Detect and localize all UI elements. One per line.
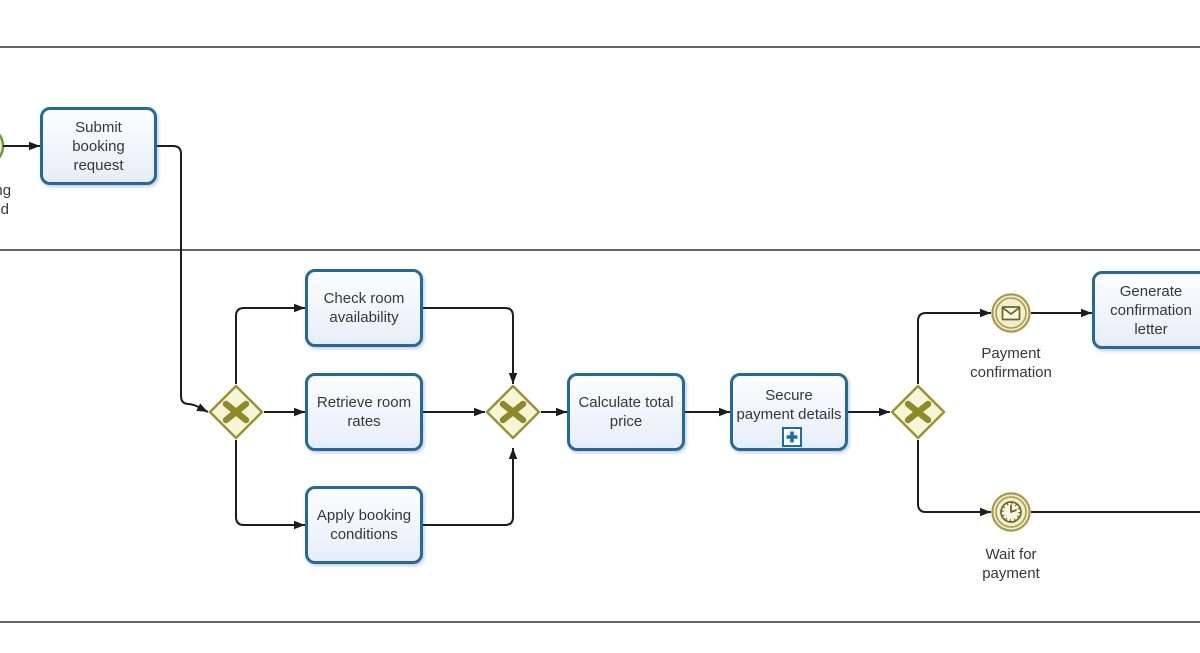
task-label-line: price (609, 413, 643, 430)
start-event-label: Booking needed (0, 181, 44, 219)
task-label-line: Calculate total (578, 394, 674, 411)
envelope-icon (1001, 306, 1021, 321)
exclusive-gateway-x-icon (499, 400, 527, 424)
flow-gateway1-to-check[interactable] (235, 303, 305, 384)
task-label-line: Retrieve room (316, 394, 412, 411)
task-retrieve-room-rates[interactable]: Retrieve room rates (305, 373, 423, 451)
task-label-line: Submit (75, 118, 122, 136)
event-label-line: Wait for (985, 546, 1037, 563)
clock-icon (1000, 501, 1022, 523)
task-label-line: rates (347, 413, 381, 430)
task-label-line: Generate (1119, 282, 1183, 300)
task-label-line: booking (72, 137, 125, 155)
event-label-payment-confirmation: Payment confirmation (946, 344, 1076, 382)
flow-gateway3-to-message-event[interactable] (917, 308, 991, 384)
exclusive-gateway-x-icon (904, 400, 932, 424)
task-label-line: availability (329, 309, 399, 326)
task-label-line: Secure (765, 387, 813, 404)
start-event-circle[interactable] (0, 127, 5, 165)
event-label-line: confirmation (970, 364, 1052, 381)
flow-gateway1-to-apply[interactable] (235, 440, 305, 530)
task-label-line: Check room (323, 290, 405, 307)
task-apply-booking-conditions[interactable]: Apply booking conditions (305, 486, 423, 564)
task-submit-booking-request[interactable]: Submit booking request (40, 107, 157, 185)
gateway-join-checks[interactable] (485, 384, 541, 440)
flow-check-to-gateway2[interactable] (423, 307, 518, 384)
task-label-line: letter (1134, 320, 1168, 338)
gateway-split-parallel-checks[interactable] (208, 384, 264, 440)
task-secure-payment-details[interactable]: Secure payment details (730, 373, 848, 451)
event-label-line: payment (982, 565, 1040, 582)
exclusive-gateway-x-icon (222, 400, 250, 424)
subprocess-plus-icon[interactable] (782, 427, 802, 447)
event-label-wait-for-payment: Wait for payment (951, 545, 1071, 583)
flow-gateway3-to-timer-event[interactable] (917, 440, 991, 517)
task-label-line: confirmation (1110, 301, 1192, 319)
event-label-line: Payment (981, 345, 1041, 362)
task-label-line: Apply booking (316, 507, 412, 524)
task-generate-confirmation-letter[interactable]: Generate confirmation letter (1092, 271, 1200, 349)
event-wait-for-payment[interactable] (991, 492, 1031, 532)
task-label-line: request (73, 156, 124, 174)
task-label-line: conditions (330, 526, 398, 543)
flow-apply-to-gateway2[interactable] (423, 448, 518, 526)
flow-submit-to-gateway1[interactable] (157, 145, 209, 413)
gateway-split-payment-wait[interactable] (890, 384, 946, 440)
task-calculate-total-price[interactable]: Calculate total price (567, 373, 685, 451)
start-label-line: needed (0, 201, 10, 218)
task-check-room-availability[interactable]: Check room availability (305, 269, 423, 347)
event-payment-confirmation[interactable] (991, 293, 1031, 333)
start-label-line: Booking (0, 182, 12, 199)
task-label-line: payment details (736, 406, 842, 423)
